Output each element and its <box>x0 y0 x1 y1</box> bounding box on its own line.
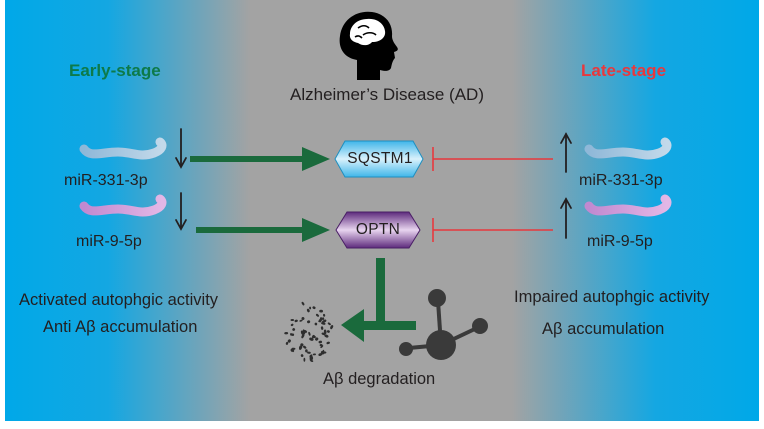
abeta-particle <box>305 349 308 353</box>
mir95-strand-right <box>584 194 672 217</box>
activation-arrow-sqstm1 <box>190 147 330 171</box>
abeta-particle <box>299 345 303 350</box>
abeta-particle <box>284 331 289 335</box>
abeta-particle <box>287 339 291 343</box>
abeta-particle <box>291 333 295 337</box>
abeta-particle <box>303 345 307 349</box>
down-arrow-icon <box>175 192 187 231</box>
inhibition-line-sqstm1 <box>432 147 553 171</box>
abeta-particle <box>312 306 316 310</box>
abeta-particle <box>322 317 325 320</box>
early-effect-1: Activated autophgic activity <box>19 291 219 309</box>
abeta-particle <box>318 340 323 344</box>
abeta-particle <box>318 320 322 323</box>
abeta-particle <box>330 325 334 330</box>
abeta-particle <box>290 348 293 352</box>
abeta-particle <box>308 331 311 336</box>
degradation-label: Aβ degradation <box>323 370 436 388</box>
abeta-particle <box>306 308 310 313</box>
abeta-particle <box>307 351 311 354</box>
optn-label: OPTN <box>355 221 401 238</box>
abeta-particle <box>309 306 312 310</box>
abeta-particle <box>323 329 327 335</box>
sqstm1-label: SQSTM1 <box>347 150 413 167</box>
abeta-particle <box>320 326 324 330</box>
mir331-strand-right <box>584 137 672 160</box>
abeta-particle <box>301 301 305 306</box>
abeta-particle <box>322 319 327 323</box>
late-effect-2: Aβ accumulation <box>542 320 665 338</box>
abeta-particle <box>318 353 323 356</box>
mir331-strand-left <box>79 137 167 160</box>
degradation-arrow <box>341 258 416 342</box>
up-arrow-icon <box>560 197 572 239</box>
abeta-particle <box>301 317 305 320</box>
inhibition-line-optn <box>432 218 553 242</box>
late-stage-label: Late-stage <box>581 61 667 80</box>
abeta-particle <box>320 345 324 349</box>
sqstm1-box <box>334 140 424 178</box>
down-arrow-icon <box>175 128 187 169</box>
abeta-particle <box>292 328 296 331</box>
abeta-particle <box>307 320 311 324</box>
early-stage-label: Early-stage <box>69 61 161 80</box>
abeta-particle <box>321 322 326 325</box>
left-mirna-95-label: miR-9-5p <box>76 233 142 250</box>
abeta-particle <box>294 319 298 323</box>
abeta-particle <box>322 313 326 317</box>
abeta-particle <box>285 341 289 345</box>
early-effect-2: Anti Aβ accumulation <box>43 318 198 336</box>
left-mirna-331-label: miR-331-3p <box>64 172 148 189</box>
abeta-particle <box>309 355 314 360</box>
abeta-particle <box>312 335 316 339</box>
abeta-particle <box>314 322 318 326</box>
activation-arrow-optn <box>196 218 330 242</box>
abeta-particle <box>290 323 294 327</box>
abeta-particle <box>315 313 320 317</box>
abeta-particle <box>326 341 330 345</box>
abeta-particle <box>324 334 329 338</box>
late-effect-1: Impaired autophgic activity <box>514 288 710 306</box>
abeta-particle <box>327 322 331 326</box>
right-mirna-95-label: miR-9-5p <box>587 233 653 250</box>
mir95-strand-left <box>79 194 167 217</box>
diagram-title: Alzheimer’s Disease (AD) <box>290 85 484 104</box>
abeta-particle <box>312 353 316 356</box>
up-arrow-icon <box>560 132 572 173</box>
abeta-particle <box>300 354 304 357</box>
abeta-particle <box>302 329 305 333</box>
abeta-particle <box>320 350 325 355</box>
abeta-particle <box>301 333 305 339</box>
molecule-icon <box>399 289 488 360</box>
abeta-particle <box>309 337 314 341</box>
abeta-particle <box>299 319 303 322</box>
abeta-particle <box>290 319 295 321</box>
abeta-particle <box>319 343 323 347</box>
optn-box <box>335 211 421 249</box>
head-brain-icon <box>339 11 398 81</box>
abeta-particle <box>319 309 323 313</box>
abeta-particle <box>326 330 330 333</box>
abeta-particle <box>303 357 306 362</box>
right-mirna-331-label: miR-331-3p <box>579 172 663 189</box>
abeta-particle <box>315 337 319 341</box>
abeta-particles-icon <box>284 301 334 362</box>
